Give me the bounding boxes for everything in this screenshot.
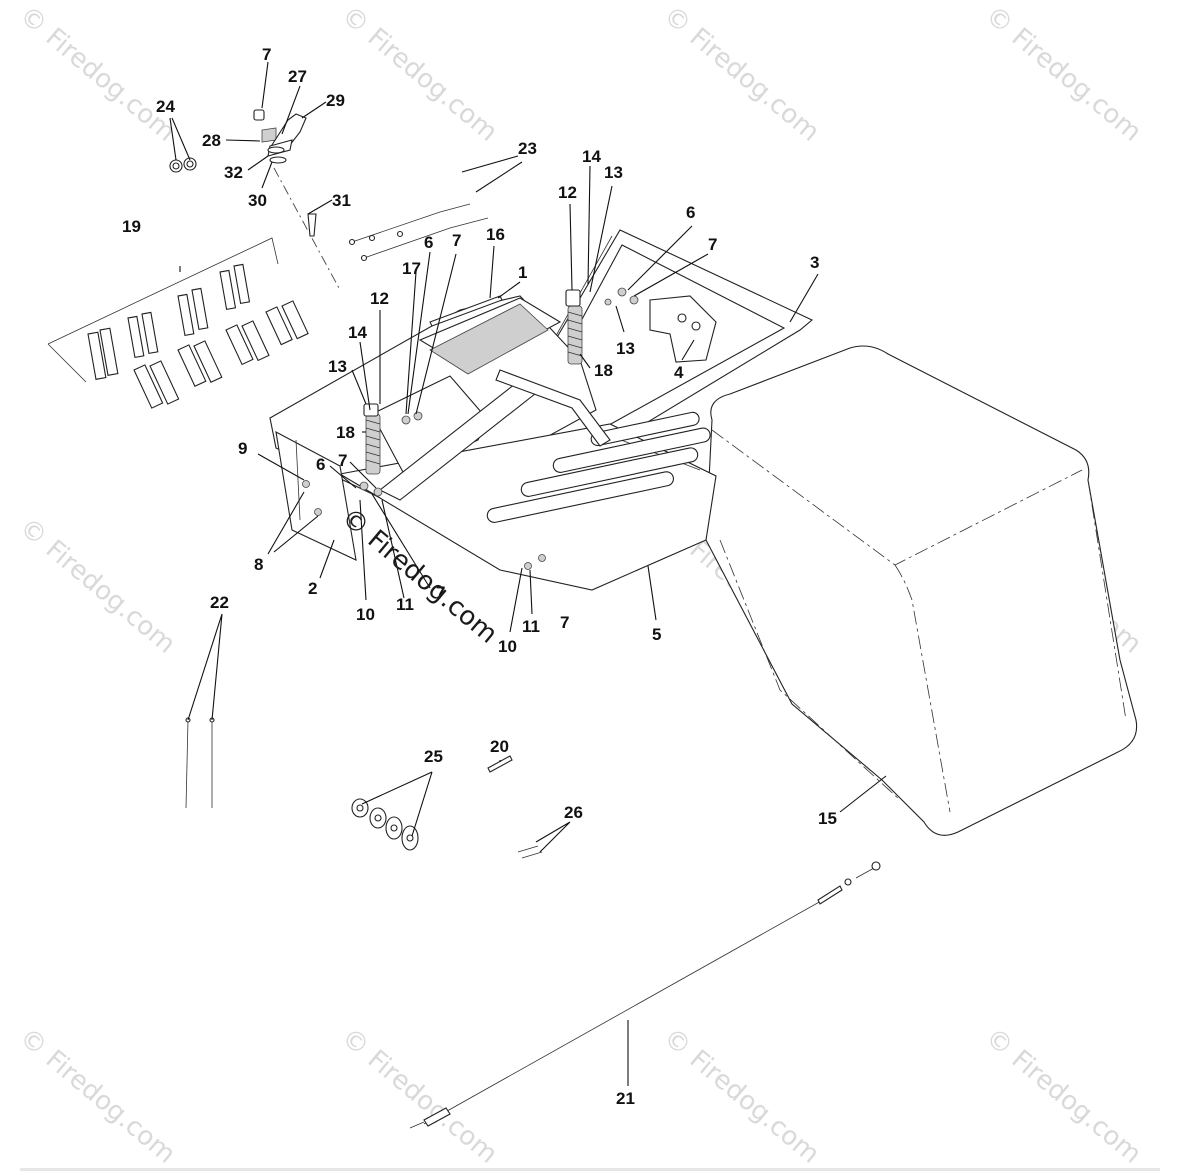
watermark: © Firedog.com [658, 1022, 825, 1169]
callout-31: 31 [332, 191, 351, 210]
watermark: © Firedog.com [336, 0, 503, 147]
callout-6: 6 [316, 455, 325, 474]
callout-12: 12 [370, 289, 389, 308]
callout-13: 13 [328, 357, 347, 376]
callout-9: 9 [238, 439, 247, 458]
callout-7: 7 [452, 231, 461, 250]
callout-18: 18 [594, 361, 613, 380]
watermark: © Firedog.com [14, 1022, 181, 1169]
callout-4: 4 [674, 363, 684, 382]
floor-slots [486, 411, 711, 523]
watermark: © Firedog.com [14, 512, 181, 659]
pin-20 [487, 755, 513, 773]
callout-28: 28 [202, 131, 221, 150]
leader-lines [169, 61, 887, 1086]
callout-32: 32 [224, 163, 243, 182]
cable-21 [409, 861, 881, 1129]
callout-13: 13 [604, 163, 623, 182]
callout-22: 22 [210, 593, 229, 612]
callout-3: 3 [810, 253, 819, 272]
callout-1: 1 [518, 263, 527, 282]
callout-21: 21 [616, 1089, 635, 1108]
rod-16 [429, 295, 503, 327]
callout-8: 8 [254, 555, 263, 574]
callout-6: 6 [686, 203, 695, 222]
callout-7: 7 [560, 613, 569, 632]
callout-10: 10 [498, 637, 517, 656]
cables-23 [348, 203, 489, 262]
callout-12: 12 [558, 183, 577, 202]
callout-11: 11 [396, 595, 414, 614]
deck-assembly [269, 287, 717, 591]
callout-25: 25 [424, 747, 443, 766]
callout-26: 26 [564, 803, 583, 822]
pins-26 [517, 845, 543, 859]
callout-14: 14 [348, 323, 367, 342]
callout-20: 20 [490, 737, 509, 756]
callout-19: 19 [122, 217, 141, 236]
spring-18-left [363, 403, 381, 475]
callout-7: 7 [436, 583, 445, 602]
callout-2: 2 [308, 579, 317, 598]
blade-kit-19 [47, 237, 309, 409]
callout-7: 7 [708, 235, 717, 254]
callout-30: 30 [248, 191, 267, 210]
watermark: © Firedog.com [658, 0, 825, 147]
callout-16: 16 [486, 225, 505, 244]
grass-bag-15 [705, 345, 1138, 836]
callout-numbers: 7 27 29 24 28 32 30 31 23 14 13 12 6 7 3… [122, 45, 837, 1108]
callout-14: 14 [582, 147, 601, 166]
callout-18: 18 [336, 423, 355, 442]
spring-18-right [565, 289, 583, 365]
callout-7: 7 [338, 451, 347, 470]
callout-23: 23 [518, 139, 537, 158]
lever-assembly [253, 109, 341, 291]
watermark: © Firedog.com [980, 0, 1147, 147]
callout-7: 7 [262, 45, 271, 64]
callout-27: 27 [288, 67, 307, 86]
washers-24 [169, 157, 197, 173]
washers-25 [351, 798, 419, 851]
callout-17: 17 [402, 259, 421, 278]
callout-15: 15 [818, 809, 837, 828]
callout-10: 10 [356, 605, 375, 624]
callout-11: 11 [522, 617, 540, 636]
watermark: © Firedog.com [14, 0, 181, 147]
callout-13: 13 [616, 339, 635, 358]
callout-29: 29 [326, 91, 345, 110]
watermark: © Firedog.com [980, 1022, 1147, 1169]
callout-24: 24 [156, 97, 175, 116]
watermark: © Firedog.com [336, 1022, 503, 1169]
rods-22 [185, 717, 215, 809]
bottom-divider [20, 1168, 1160, 1171]
callout-5: 5 [652, 625, 661, 644]
callout-6: 6 [424, 233, 433, 252]
